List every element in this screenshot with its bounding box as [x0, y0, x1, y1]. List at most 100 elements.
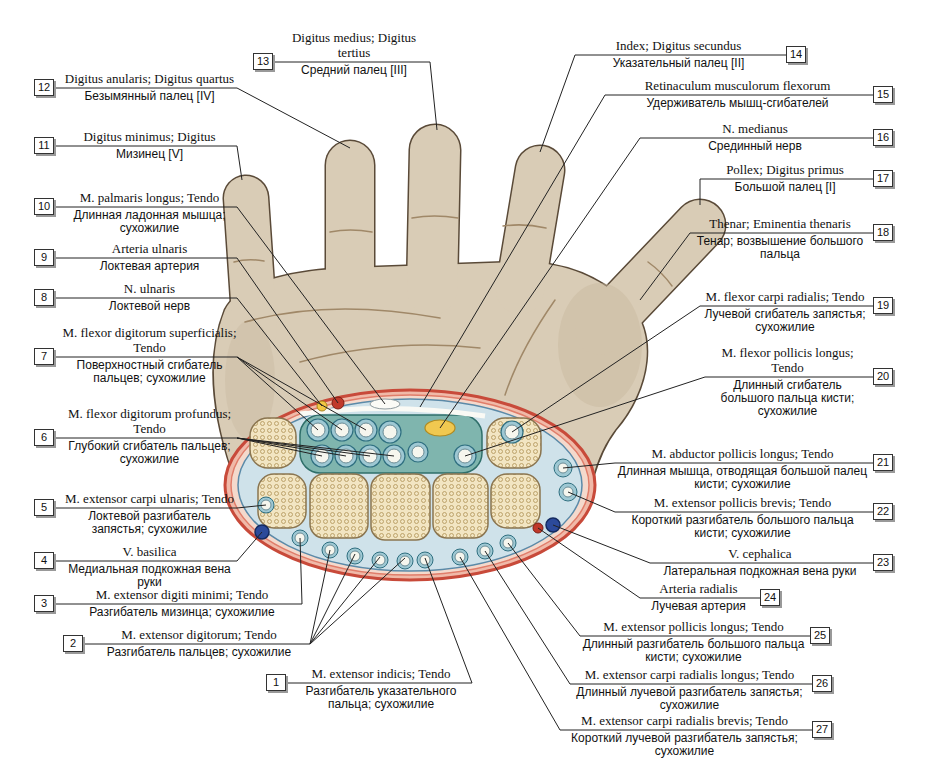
tendon	[397, 553, 413, 569]
callout-number: 26	[812, 675, 832, 692]
latin-term: Digitus medius; Digitus tertius	[278, 31, 430, 60]
callout-number: 11	[34, 137, 54, 154]
leader-line	[237, 438, 322, 456]
carpal-bones	[250, 418, 541, 540]
russian-term: Локтевой нерв	[62, 300, 237, 313]
callout-number-text: 23	[877, 556, 889, 568]
leader-line	[460, 557, 560, 730]
callout-number: 20	[873, 368, 893, 385]
callout-number-text: 19	[877, 299, 889, 311]
callout-number: 9	[34, 249, 54, 266]
finger-outline	[325, 165, 376, 300]
leader-line	[237, 505, 266, 508]
leader-line	[237, 258, 338, 403]
hand-skin	[214, 150, 700, 480]
leader-line	[553, 525, 650, 563]
leader-line	[237, 298, 322, 406]
latin-term: Retinaculum musculorum flexorum	[605, 79, 870, 93]
latin-term: M. flexor pollicis longus; Tendo	[705, 346, 870, 375]
callout-number: 19	[873, 297, 893, 314]
callout-number-text: 5	[41, 501, 47, 513]
russian-term: Длинный сгибатель большого пальца кисти;…	[705, 379, 870, 419]
latin-term: M. flexor digitorum profundus; Tendo	[62, 407, 237, 436]
finger	[326, 165, 374, 300]
bone	[258, 474, 306, 528]
label-underline	[640, 598, 760, 599]
leader-line	[237, 357, 318, 430]
callout-number: 22	[873, 503, 893, 520]
callout-number-text: 21	[877, 456, 889, 468]
latin-term: N. medianus	[640, 122, 870, 136]
russian-term: Тенар; возвышение большого пальца	[690, 235, 870, 261]
callout-number: 25	[810, 627, 830, 644]
latin-term: Arteria radialis	[640, 582, 757, 596]
leader-line	[237, 146, 242, 180]
callout-number-text: 27	[816, 723, 828, 735]
russian-term: Лучевой сгибатель запястья; сухожилие	[700, 308, 870, 334]
leader-line	[485, 551, 570, 684]
russian-term: Средний палец [III]	[278, 64, 430, 77]
thenar-shade	[558, 283, 642, 407]
russian-term: Длинный лучевой разгибатель запястья; су…	[570, 686, 809, 712]
hand-outline	[214, 150, 700, 480]
russian-term: Большой палец [I]	[700, 181, 870, 194]
leader-line	[563, 463, 615, 468]
callout-number: 24	[760, 589, 780, 606]
russian-term: Короткий лучевой разгибатель запястья; с…	[560, 732, 809, 758]
label-underline	[54, 146, 237, 147]
leader-line	[512, 306, 700, 432]
callout-number: 23	[873, 554, 893, 571]
finger	[432, 150, 435, 290]
latin-term: Pollex; Digitus primus	[700, 163, 870, 177]
leader-line	[310, 550, 330, 644]
leader-line	[237, 438, 394, 456]
russian-term: Длинная ладонная мышца; сухожилие	[62, 209, 237, 235]
russian-term: Безымянный палец [IV]	[62, 90, 237, 103]
leader-line	[310, 557, 380, 644]
leader-line	[440, 138, 640, 428]
latin-term: M. extensor carpi radialis longus; Tendo	[570, 668, 809, 682]
finger-outline	[246, 198, 255, 330]
russian-term: Длинный разгибатель большого пальца кист…	[580, 638, 807, 664]
leader-line	[425, 558, 472, 683]
finger-outline	[432, 150, 435, 290]
callout-number-text: 7	[41, 350, 47, 362]
callout-number-text: 15	[877, 88, 889, 100]
label-underline	[54, 561, 237, 562]
russian-term: Разгибатель мизинца; сухожилие	[62, 606, 302, 619]
leader-line	[310, 554, 355, 644]
latin-term: N. ulnaris	[62, 282, 237, 296]
flexor-retinaculum	[300, 408, 485, 416]
callout-number-text: 8	[41, 291, 47, 303]
label-underline	[54, 207, 237, 208]
callout-number-text: 25	[814, 629, 826, 641]
label-underline	[700, 306, 873, 307]
callout-number-text: 26	[816, 677, 828, 689]
callout-number: 4	[34, 552, 54, 569]
russian-term: Лучевая артерия	[640, 600, 757, 613]
latin-term: V. cephalica	[650, 547, 870, 561]
bone	[310, 474, 368, 538]
leader-line	[640, 233, 690, 300]
russian-term: Поверхностный сгибатель пальцев; сухожил…	[62, 359, 237, 385]
leader-line	[237, 532, 262, 561]
leader-line	[420, 95, 605, 407]
label-underline	[615, 512, 873, 513]
callout-number-text: 1	[273, 676, 279, 688]
label-underline	[54, 604, 302, 605]
russian-term: Разгибатель указательного пальца; сухожи…	[290, 685, 472, 711]
latin-term: M. extensor digiti minimi; Tendo	[62, 588, 302, 602]
tendon	[408, 442, 428, 462]
bone	[371, 474, 430, 540]
latin-term: M. extensor carpi ulnaris; Tendo	[62, 492, 237, 506]
crease	[505, 300, 555, 395]
label-underline	[54, 88, 237, 89]
russian-term: Удерживатель мышц-сгибателей	[605, 97, 870, 110]
callout-number: 13	[253, 53, 273, 70]
russian-term: Длинная мышца, отводящая большой палец к…	[615, 465, 870, 491]
label-underline	[560, 730, 812, 731]
callout-number: 6	[34, 429, 54, 446]
leader-line	[237, 207, 385, 404]
skin-creases	[234, 216, 672, 395]
